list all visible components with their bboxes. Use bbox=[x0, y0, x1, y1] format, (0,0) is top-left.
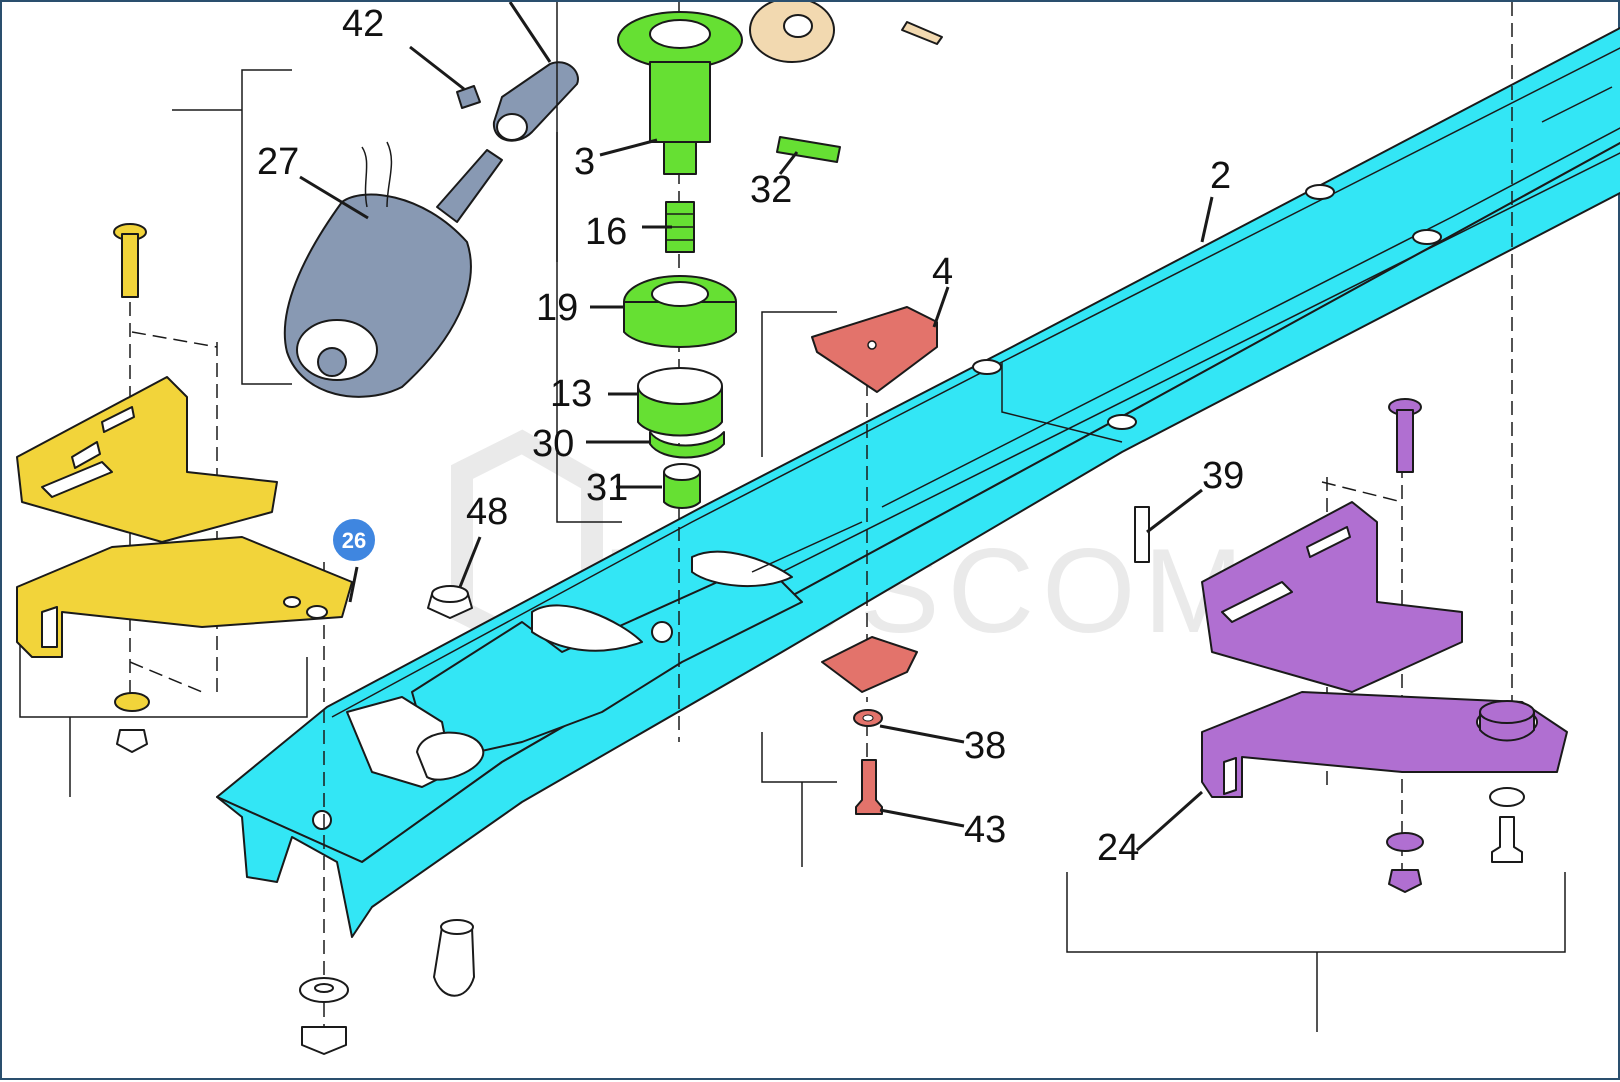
callout-4: 4 bbox=[932, 251, 953, 293]
bracket-icon bbox=[811, 306, 938, 693]
nut-icon bbox=[427, 585, 473, 619]
gear-icon bbox=[617, 11, 841, 509]
motor-icon bbox=[283, 141, 503, 398]
callout-43: 43 bbox=[964, 809, 1006, 851]
washer-icon bbox=[1386, 787, 1525, 852]
callout-48: 48 bbox=[466, 491, 508, 533]
right-bracket-group bbox=[1066, 2, 1568, 1032]
callout-42: 42 bbox=[342, 3, 384, 45]
bolt-icon bbox=[855, 759, 883, 815]
callout-30: 30 bbox=[532, 423, 574, 465]
plate-group bbox=[761, 306, 938, 867]
callout-2: 2 bbox=[1210, 155, 1231, 197]
callout-32: 32 bbox=[750, 169, 792, 211]
nut-icon bbox=[116, 729, 148, 753]
nut-icon bbox=[1388, 869, 1422, 893]
callout-labels: 42 27 3 32 2 16 4 19 13 30 31 48 39 38 4… bbox=[257, 3, 1244, 869]
left-bracket-group bbox=[16, 223, 353, 1032]
bolt-icon bbox=[1134, 398, 1523, 863]
callout-13: 13 bbox=[550, 373, 592, 415]
leader-lines bbox=[299, 2, 1214, 852]
washer-icon bbox=[114, 692, 150, 712]
gear-group bbox=[556, 2, 943, 742]
bolt-icon bbox=[433, 919, 475, 997]
callout-24: 24 bbox=[1097, 827, 1139, 869]
callout-39: 39 bbox=[1202, 455, 1244, 497]
callout-31: 31 bbox=[586, 467, 628, 509]
callout-38: 38 bbox=[964, 725, 1006, 767]
callout-27: 27 bbox=[257, 141, 299, 183]
callout-3: 3 bbox=[574, 141, 595, 183]
callout-16: 16 bbox=[585, 211, 627, 253]
callout-19: 19 bbox=[536, 287, 578, 329]
lower-hardware bbox=[299, 585, 475, 1055]
bracket-icon bbox=[1201, 501, 1568, 798]
badge-number: 26 bbox=[342, 528, 366, 553]
nut-icon bbox=[301, 1026, 347, 1055]
washer-icon bbox=[853, 709, 883, 727]
motor-group bbox=[172, 61, 579, 398]
bolt-icon bbox=[113, 223, 147, 298]
washer-icon bbox=[299, 977, 349, 1003]
bracket-icon bbox=[16, 376, 353, 658]
part-badge[interactable]: 26 bbox=[331, 517, 377, 563]
rail-icon bbox=[216, 26, 1620, 938]
